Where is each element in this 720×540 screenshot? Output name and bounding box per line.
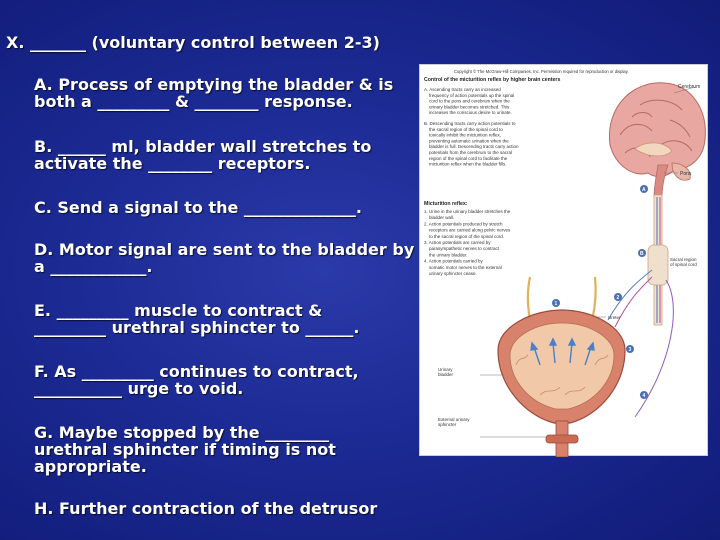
figure-heading: Control of the micturition reflex by hig… — [424, 77, 560, 83]
label-ureter: Ureter — [608, 315, 621, 320]
svg-text:B: B — [640, 251, 644, 257]
item-d-line2: a ____________. — [34, 257, 153, 276]
para-a-line: frequency of action potentials up the sp… — [429, 93, 514, 98]
marker-1: 1 — [552, 299, 560, 307]
urinary-bladder-illustration — [497, 309, 626, 457]
marker-3: 3 — [626, 345, 634, 353]
reflex-steps-line: urinary sphincter cease. — [429, 271, 477, 276]
para-b-line: preventing automatic urination when the — [429, 138, 509, 143]
item-d-line1: D. Motor signal are sent to the bladder … — [34, 240, 415, 259]
para-b-line: the sacral region of the spinal cord to — [429, 127, 503, 132]
svg-text:3: 3 — [629, 347, 632, 353]
item-a-line1: A. Process of emptying the bladder & is — [34, 75, 394, 94]
label-external-urinary: External urinary — [438, 417, 470, 422]
label-sacral-region-2: of spinal cord — [670, 262, 697, 267]
slide-title: X. _______ (voluntary control between 2-… — [6, 33, 380, 52]
para-b-line: bladder is full. Descending tracts carry… — [429, 144, 519, 149]
figure-paragraph-b: B. Descending tracts carry action potent… — [424, 121, 519, 167]
para-b-line: region of the spinal cord to facilitate … — [429, 156, 508, 161]
reflex-heading: Micturition reflex: — [424, 201, 468, 207]
para-b-line: B. Descending tracts carry action potent… — [424, 121, 516, 126]
item-a-line2: both a _________ & ________ response. — [34, 92, 353, 111]
reflex-steps-line: to the sacral region of the spinal cord. — [429, 234, 504, 239]
stretch-arrows — [530, 337, 595, 366]
reflex-steps-line: 3. Action potentials are carried by — [424, 240, 491, 245]
reflex-steps-line: receptors are carried along pelvic nerve… — [429, 228, 511, 233]
reflex-steps: 1. Urine in the urinary bladder stretche… — [424, 209, 511, 276]
reflex-steps-line: somatic motor nerves to the external — [429, 265, 502, 270]
item-g-line3: appropriate. — [34, 457, 147, 476]
svg-text:4: 4 — [643, 393, 646, 399]
para-b-line: tonically inhibit the micturition reflex… — [429, 133, 501, 138]
figure-copyright: Copyright © The McGraw-Hill Companies, I… — [454, 69, 629, 74]
spinal-cord-illustration — [647, 194, 669, 326]
marker-b: B — [638, 249, 646, 257]
item-e-line2: _________ urethral sphincter to ______. — [34, 318, 360, 337]
svg-text:A: A — [642, 187, 646, 193]
item-b-line2: activate the ________ receptors. — [34, 154, 311, 173]
item-c-line1: C. Send a signal to the ______________. — [34, 198, 362, 217]
label-sacral-region: Sacral region — [670, 257, 697, 262]
marker-a: A — [640, 185, 648, 193]
marker-4: 4 — [640, 391, 648, 399]
marker-2: 2 — [614, 293, 622, 301]
figure-paragraph-a: A. Ascending tracts carry an increasedfr… — [424, 87, 514, 115]
item-g-line1: G. Maybe stopped by the ________ — [34, 423, 330, 442]
micturition-reflex-figure: Copyright © The McGraw-Hill Companies, I… — [419, 64, 708, 457]
reflex-steps-line: 2. Action potentials produced by stretch — [424, 221, 503, 226]
brain-illustration — [608, 82, 706, 198]
reflex-steps-line: 4. Action potentials carried by — [424, 259, 484, 264]
label-cerebrum: Cerebrum — [678, 84, 700, 90]
para-a-line: urinary bladder becomes stretched. This — [429, 104, 510, 109]
item-b-line1: B. ______ ml, bladder wall stretches to — [34, 137, 372, 156]
reflex-steps-line: bladder wall. — [429, 215, 454, 220]
item-e-line1: E. _________ muscle to contract & — [34, 301, 323, 320]
para-a-line: increases the conscious desire to urinat… — [429, 110, 512, 115]
item-g-line2: urethral sphincter if timing is not — [34, 440, 336, 459]
item-h-line1: H. Further contraction of the detrusor — [34, 499, 378, 518]
svg-text:2: 2 — [617, 295, 620, 301]
reflex-steps-line: 1. Urine in the urinary bladder stretche… — [424, 209, 511, 214]
item-f-line2: ___________ urge to void. — [34, 379, 244, 398]
para-b-line: micturition reflex when the bladder fill… — [429, 162, 507, 167]
label-urinary: Urinary — [438, 367, 453, 372]
label-bladder: bladder — [438, 372, 454, 377]
label-pons: Pons — [680, 171, 692, 177]
para-b-line: potentials from the cerebrum to the sacr… — [429, 150, 512, 155]
item-f-line1: F. As _________ continues to contract, — [34, 362, 359, 381]
para-a-line: cord to the pons and cerebrum when the — [429, 99, 510, 104]
para-a-line: A. Ascending tracts carry an increased — [424, 87, 501, 92]
svg-text:1: 1 — [555, 301, 558, 307]
label-sphincter: sphincter — [438, 422, 457, 427]
reflex-steps-line: parasympathetic nerves to contract — [429, 246, 500, 251]
reflex-steps-line: the urinary bladder. — [429, 252, 468, 257]
